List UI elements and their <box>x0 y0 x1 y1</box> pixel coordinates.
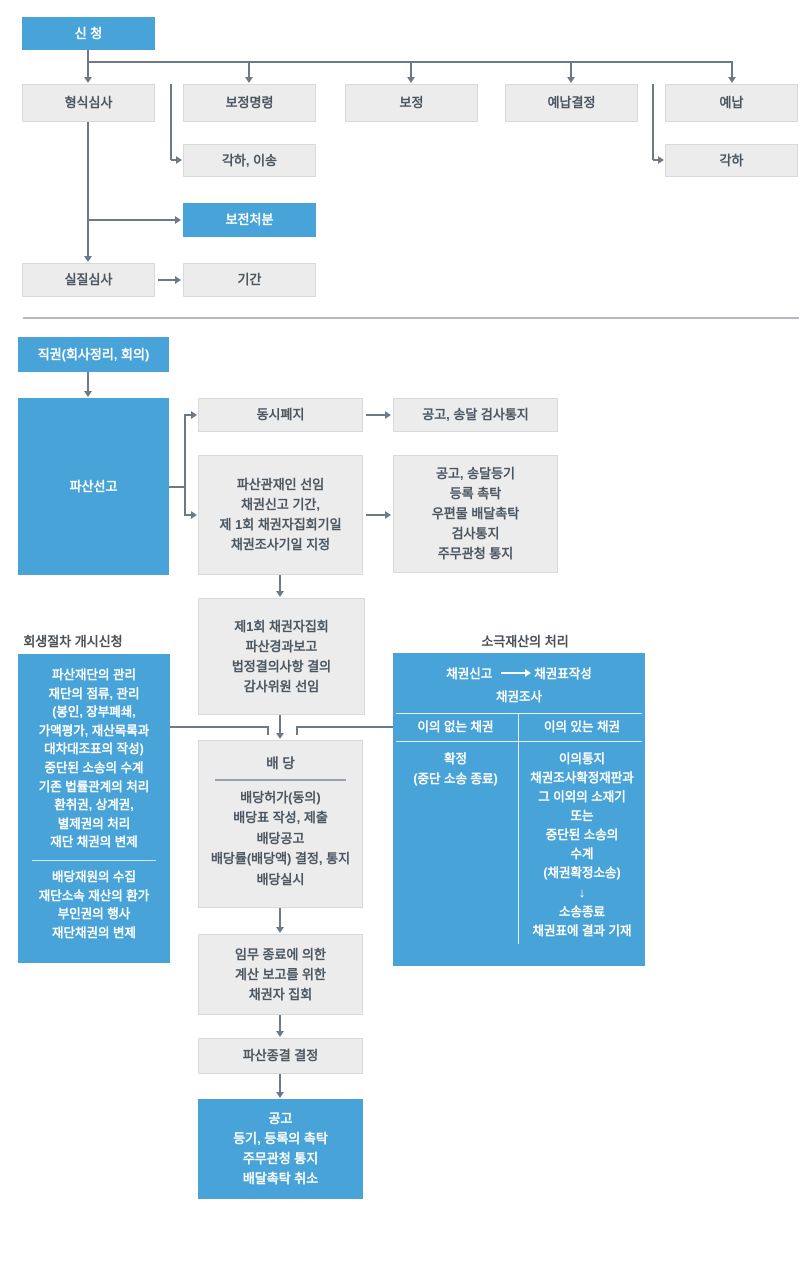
formal-review-box: 형식심사 <box>22 84 155 122</box>
connector-line <box>279 715 281 733</box>
estate-management-lower-text: 배당재원의 수집 재단소속 재산의 환가 부인권의 행사 재단채권의 변제 <box>38 869 150 940</box>
connector-line <box>185 414 191 416</box>
connector-line <box>296 726 298 735</box>
connector-line <box>87 372 89 391</box>
arrow-down-icon <box>276 1031 284 1037</box>
arrow-right-icon <box>176 156 182 164</box>
dismissal-box: 각하 <box>665 144 798 177</box>
correction-order-box: 보정명령 <box>183 84 316 122</box>
claims-processing-panel: 채권신고 채권표작성 채권조사 이의 없는 채권 이의 있는 채권 확정 (중단… <box>393 653 645 966</box>
connector-line <box>731 62 733 78</box>
connector-line <box>170 726 268 728</box>
connector-line <box>366 414 385 416</box>
connector-line <box>87 50 89 62</box>
deposit-box: 예납 <box>665 84 798 122</box>
connector-line <box>185 514 191 516</box>
dividend-title: 배 당 <box>266 756 295 771</box>
arrow-down-icon <box>276 591 284 597</box>
arrow-right-icon <box>191 411 197 419</box>
rehabilitation-heading: 회생절차 개시신청 <box>23 634 123 649</box>
dismissal-transfer-box: 각하, 이송 <box>183 144 316 177</box>
connector-line <box>297 726 393 728</box>
title-underline <box>215 779 346 781</box>
dividend-body-text: 배당허가(동의) 배당표 작성, 제출 배당공고 배당률(배당액) 결정, 통지… <box>210 789 351 887</box>
confirmed-claims-text: 확정 (중단 소송 종료) <box>413 752 498 786</box>
connector-line <box>267 726 269 735</box>
objection-flow-bottom-text: 소송종료 채권표에 결과 기재 <box>532 905 632 938</box>
estate-management-panel: 파산재단의 관리 재단의 점류, 관리 (봉인, 장부폐쇄, 가액평가, 재산목… <box>18 654 170 963</box>
connector-line <box>170 84 172 160</box>
arrow-down-icon <box>84 256 92 262</box>
connector-line <box>158 279 175 281</box>
panel-divider <box>396 741 642 742</box>
connector-line <box>279 1074 281 1092</box>
connector-line <box>87 122 89 256</box>
arrow-down-icon <box>276 733 284 739</box>
arrow-down-icon <box>728 77 736 83</box>
deposit-decision-box: 예납결정 <box>505 84 638 122</box>
connector-line <box>279 908 281 927</box>
claim-filing-label: 채권신고 <box>446 667 493 681</box>
first-creditors-meeting-box: 제1회 채권자집회 파산경과보고 법정결의사항 결의 감사위원 선임 <box>198 598 365 715</box>
panel-divider <box>32 859 156 861</box>
arrow-right-icon <box>175 276 181 284</box>
objected-claims-flow: 이의통지 채권조사확정재판과 그 이외의 소재기 또는 중단된 소송의 수계 (… <box>519 750 645 941</box>
claim-investigation-label: 채권조사 <box>495 690 542 704</box>
correction-box: 보정 <box>345 84 478 122</box>
arrow-down-icon <box>276 1092 284 1098</box>
connector-line <box>169 486 185 488</box>
connector-line <box>366 514 385 516</box>
final-notice-box: 공고 등기, 등록의 촉탁 주무관청 통지 배달촉탁 취소 <box>198 1099 363 1199</box>
objection-flow-top-text: 이의통지 채권조사확정재판과 그 이외의 소재기 또는 중단된 소송의 수계 (… <box>530 752 634 880</box>
substantive-review-box: 실질심사 <box>22 263 155 297</box>
arrow-down-icon <box>84 77 92 83</box>
connector-line <box>171 159 176 161</box>
connector-line <box>87 62 89 78</box>
connector-line <box>653 159 658 161</box>
arrow-down-icon <box>407 77 415 83</box>
panel-column-divider <box>518 713 519 944</box>
arrow-down-icon: ↓ <box>578 885 586 900</box>
notice-service-box: 공고, 송달 검사통지 <box>393 398 558 432</box>
connector-line <box>248 62 250 78</box>
claim-filing-row: 채권신고 채권표작성 <box>393 663 645 682</box>
estate-management-upper-text: 파산재단의 관리 재단의 점류, 관리 (봉인, 장부폐쇄, 가액평가, 재산목… <box>38 668 150 850</box>
arrow-right-icon <box>501 668 532 677</box>
bankruptcy-declaration-box: 파산선고 <box>18 398 169 575</box>
connector-line <box>279 575 281 591</box>
period-box: 기간 <box>183 263 316 297</box>
panel-divider <box>396 713 642 714</box>
ex-officio-box: 직권(회사정리, 회의) <box>18 337 169 372</box>
final-creditors-meeting-box: 임무 종료에 의한 계산 보고를 위한 채권자 집회 <box>198 934 363 1015</box>
trustee-appointment-box: 파산관재인 선임 채권신고 기간, 제 1회 채권자집회기일 채권조사기일 지정 <box>198 455 363 575</box>
arrow-right-icon <box>385 511 391 519</box>
negative-assets-heading: 소극재산의 처리 <box>481 634 569 649</box>
arrow-down-icon <box>276 927 284 933</box>
arrow-down-icon <box>245 77 253 83</box>
arrow-right-icon <box>175 216 181 224</box>
section-divider <box>23 317 799 319</box>
preservation-order-box: 보전처분 <box>183 203 316 237</box>
application-box: 신 청 <box>22 17 155 50</box>
arrow-down-icon <box>567 77 575 83</box>
bankruptcy-closure-box: 파산종결 결정 <box>198 1038 363 1074</box>
connector-line <box>88 61 733 63</box>
dividend-box: 배 당 배당허가(동의) 배당표 작성, 제출 배당공고 배당률(배당액) 결정… <box>198 740 363 908</box>
connector-line <box>184 414 186 516</box>
arrow-down-icon <box>84 391 92 397</box>
connector-line <box>279 1015 281 1031</box>
connector-line <box>88 219 175 221</box>
connector-line <box>570 62 572 78</box>
notice-registration-box: 공고, 송달등기 등록 촉탁 우편물 배달촉탁 검사통지 주무관청 통지 <box>393 455 558 573</box>
arrow-right-icon <box>385 411 391 419</box>
claim-table-label: 채권표작성 <box>534 667 592 681</box>
objection-header: 이의 있는 채권 <box>544 720 620 734</box>
no-objection-header: 이의 없는 채권 <box>417 720 494 734</box>
simultaneous-abolition-box: 동시폐지 <box>198 398 363 432</box>
connector-line <box>410 62 412 78</box>
arrow-right-icon <box>191 511 197 519</box>
arrow-right-icon <box>658 156 664 164</box>
connector-line <box>652 84 654 160</box>
